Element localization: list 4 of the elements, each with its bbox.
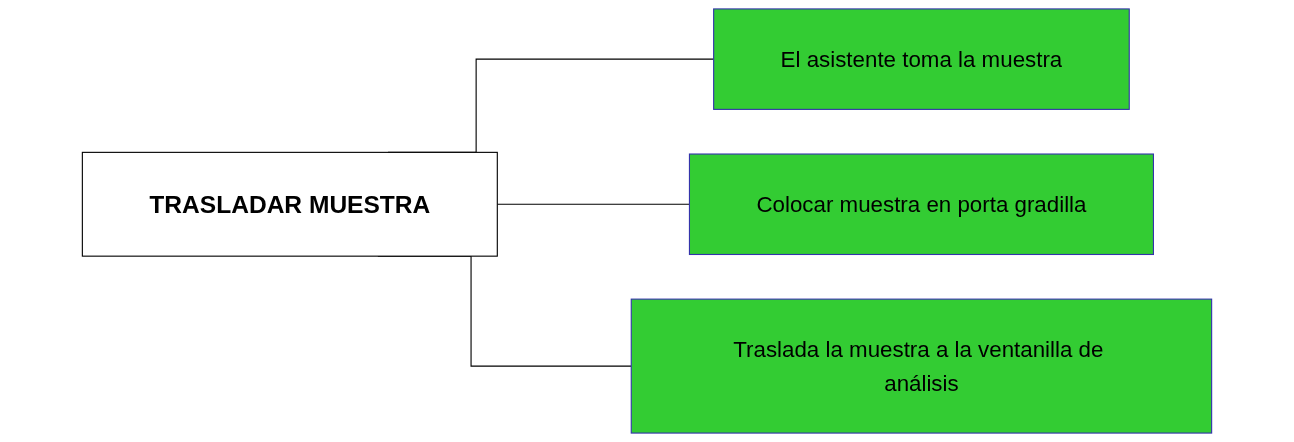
- node-box: El asistente toma la muestra: [713, 8, 1130, 110]
- node-box: Traslada la muestra a la ventanilla de análisis: [630, 298, 1213, 434]
- node-box: Colocar muestra en porta gradilla: [688, 153, 1154, 256]
- node-box: TRASLADAR MUESTRA: [81, 151, 498, 257]
